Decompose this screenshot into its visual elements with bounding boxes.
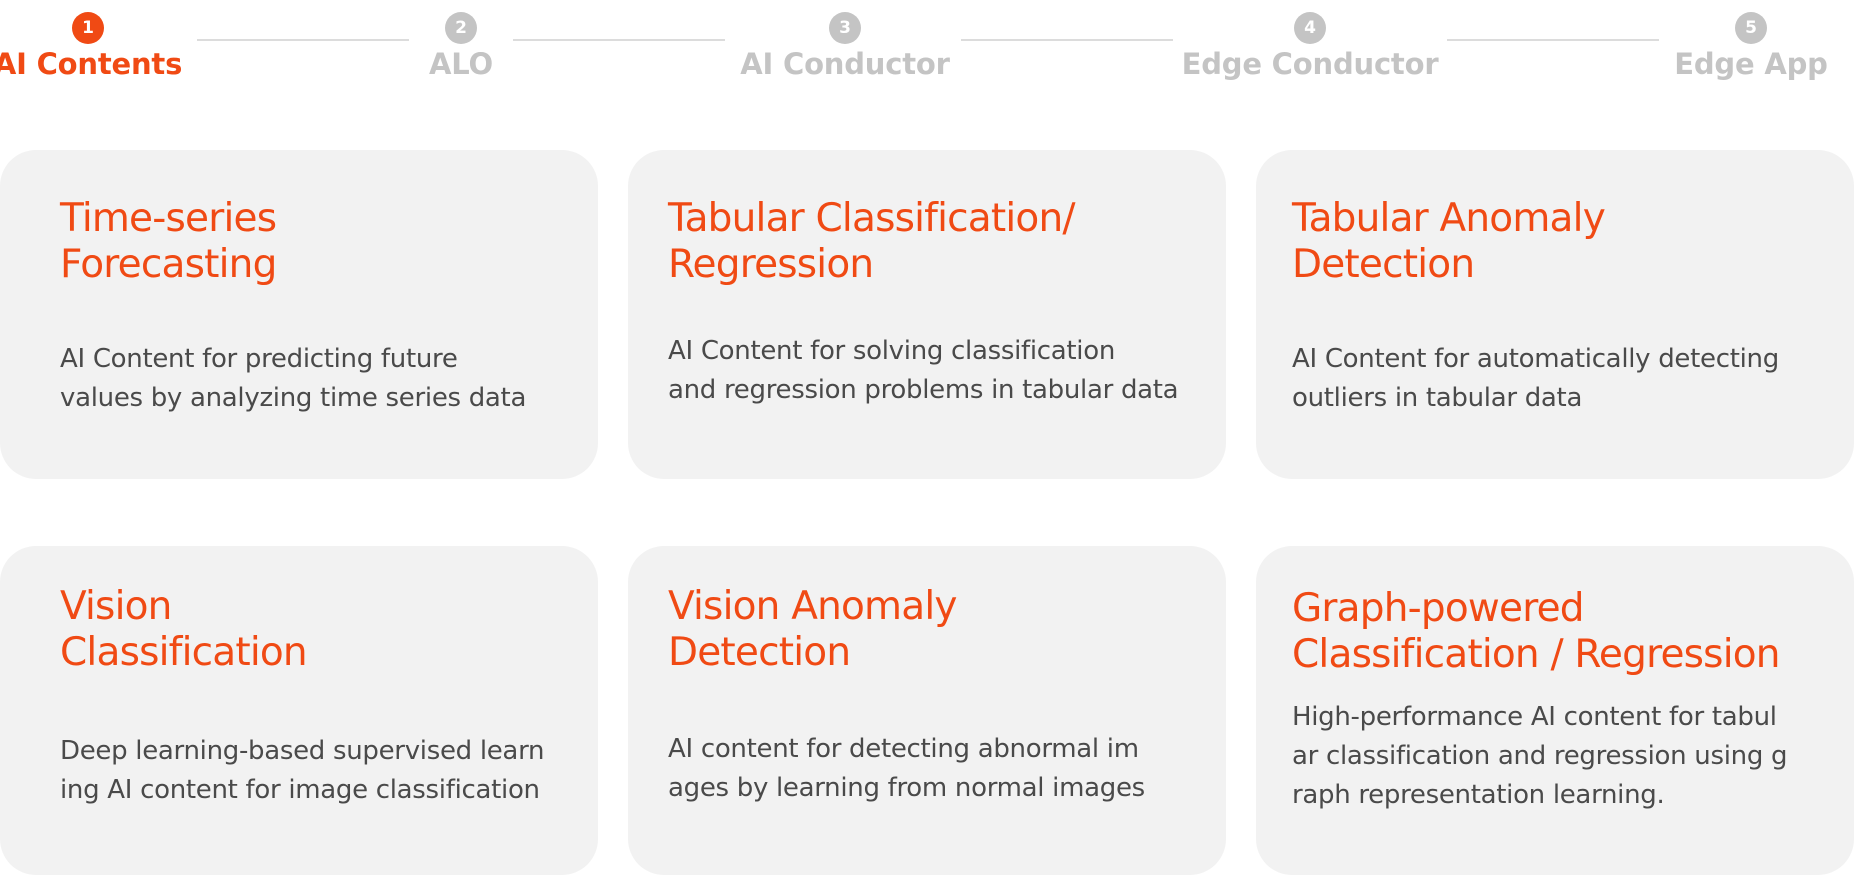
step-ai-contents[interactable]: 1 AI Contents bbox=[0, 12, 182, 81]
progress-stepper: 1 AI Contents 2 ALO 3 AI Conductor 4 Edg… bbox=[0, 0, 1856, 100]
card-title: Time-series Forecasting bbox=[60, 196, 277, 287]
card-title: Tabular Classification/ Regression bbox=[668, 196, 1076, 287]
card-title: Tabular Anomaly Detection bbox=[1292, 196, 1606, 287]
step-number-badge: 2 bbox=[445, 12, 477, 44]
card-title: Graph-powered Classification / Regressio… bbox=[1292, 586, 1781, 677]
step-connector bbox=[961, 39, 1173, 41]
card-tabular-classification-regression[interactable]: Tabular Classification/ Regression AI Co… bbox=[628, 150, 1226, 479]
card-description: High-performance AI content for tabul ar… bbox=[1292, 702, 1788, 810]
step-connector bbox=[1447, 39, 1659, 41]
step-label: AI Contents bbox=[0, 47, 183, 81]
step-label: Edge Conductor bbox=[1181, 47, 1439, 81]
step-label: ALO bbox=[429, 47, 493, 81]
card-description: Deep learning-based supervised learn ing… bbox=[60, 736, 545, 805]
step-ai-conductor[interactable]: 3 AI Conductor bbox=[735, 12, 955, 81]
card-title: Vision Anomaly Detection bbox=[668, 584, 957, 675]
card-description: AI Content for automatically detecting o… bbox=[1292, 344, 1779, 413]
card-description: AI Content for predicting future values … bbox=[60, 344, 527, 413]
step-number-badge: 5 bbox=[1735, 12, 1767, 44]
step-number-badge: 1 bbox=[72, 12, 104, 44]
card-time-series-forecasting[interactable]: Time-series Forecasting AI Content for p… bbox=[0, 150, 598, 479]
card-title: Vision Classification bbox=[60, 584, 308, 675]
step-edge-conductor[interactable]: 4 Edge Conductor bbox=[1182, 12, 1439, 81]
step-label: Edge App bbox=[1674, 47, 1828, 81]
step-connector bbox=[513, 39, 725, 41]
step-alo[interactable]: 2 ALO bbox=[422, 12, 500, 81]
card-tabular-anomaly-detection[interactable]: Tabular Anomaly Detection AI Content for… bbox=[1256, 150, 1854, 479]
step-connector bbox=[197, 39, 409, 41]
step-edge-app[interactable]: 5 Edge App bbox=[1674, 12, 1828, 81]
card-description: AI Content for solving classification an… bbox=[668, 336, 1179, 405]
step-number-badge: 4 bbox=[1294, 12, 1326, 44]
card-vision-classification[interactable]: Vision Classification Deep learning-base… bbox=[0, 546, 598, 875]
step-label: AI Conductor bbox=[740, 47, 950, 81]
card-graph-powered-classification-regression[interactable]: Graph-powered Classification / Regressio… bbox=[1256, 546, 1854, 875]
step-number-badge: 3 bbox=[829, 12, 861, 44]
card-vision-anomaly-detection[interactable]: Vision Anomaly Detection AI content for … bbox=[628, 546, 1226, 875]
card-description: AI content for detecting abnormal im age… bbox=[668, 734, 1145, 803]
